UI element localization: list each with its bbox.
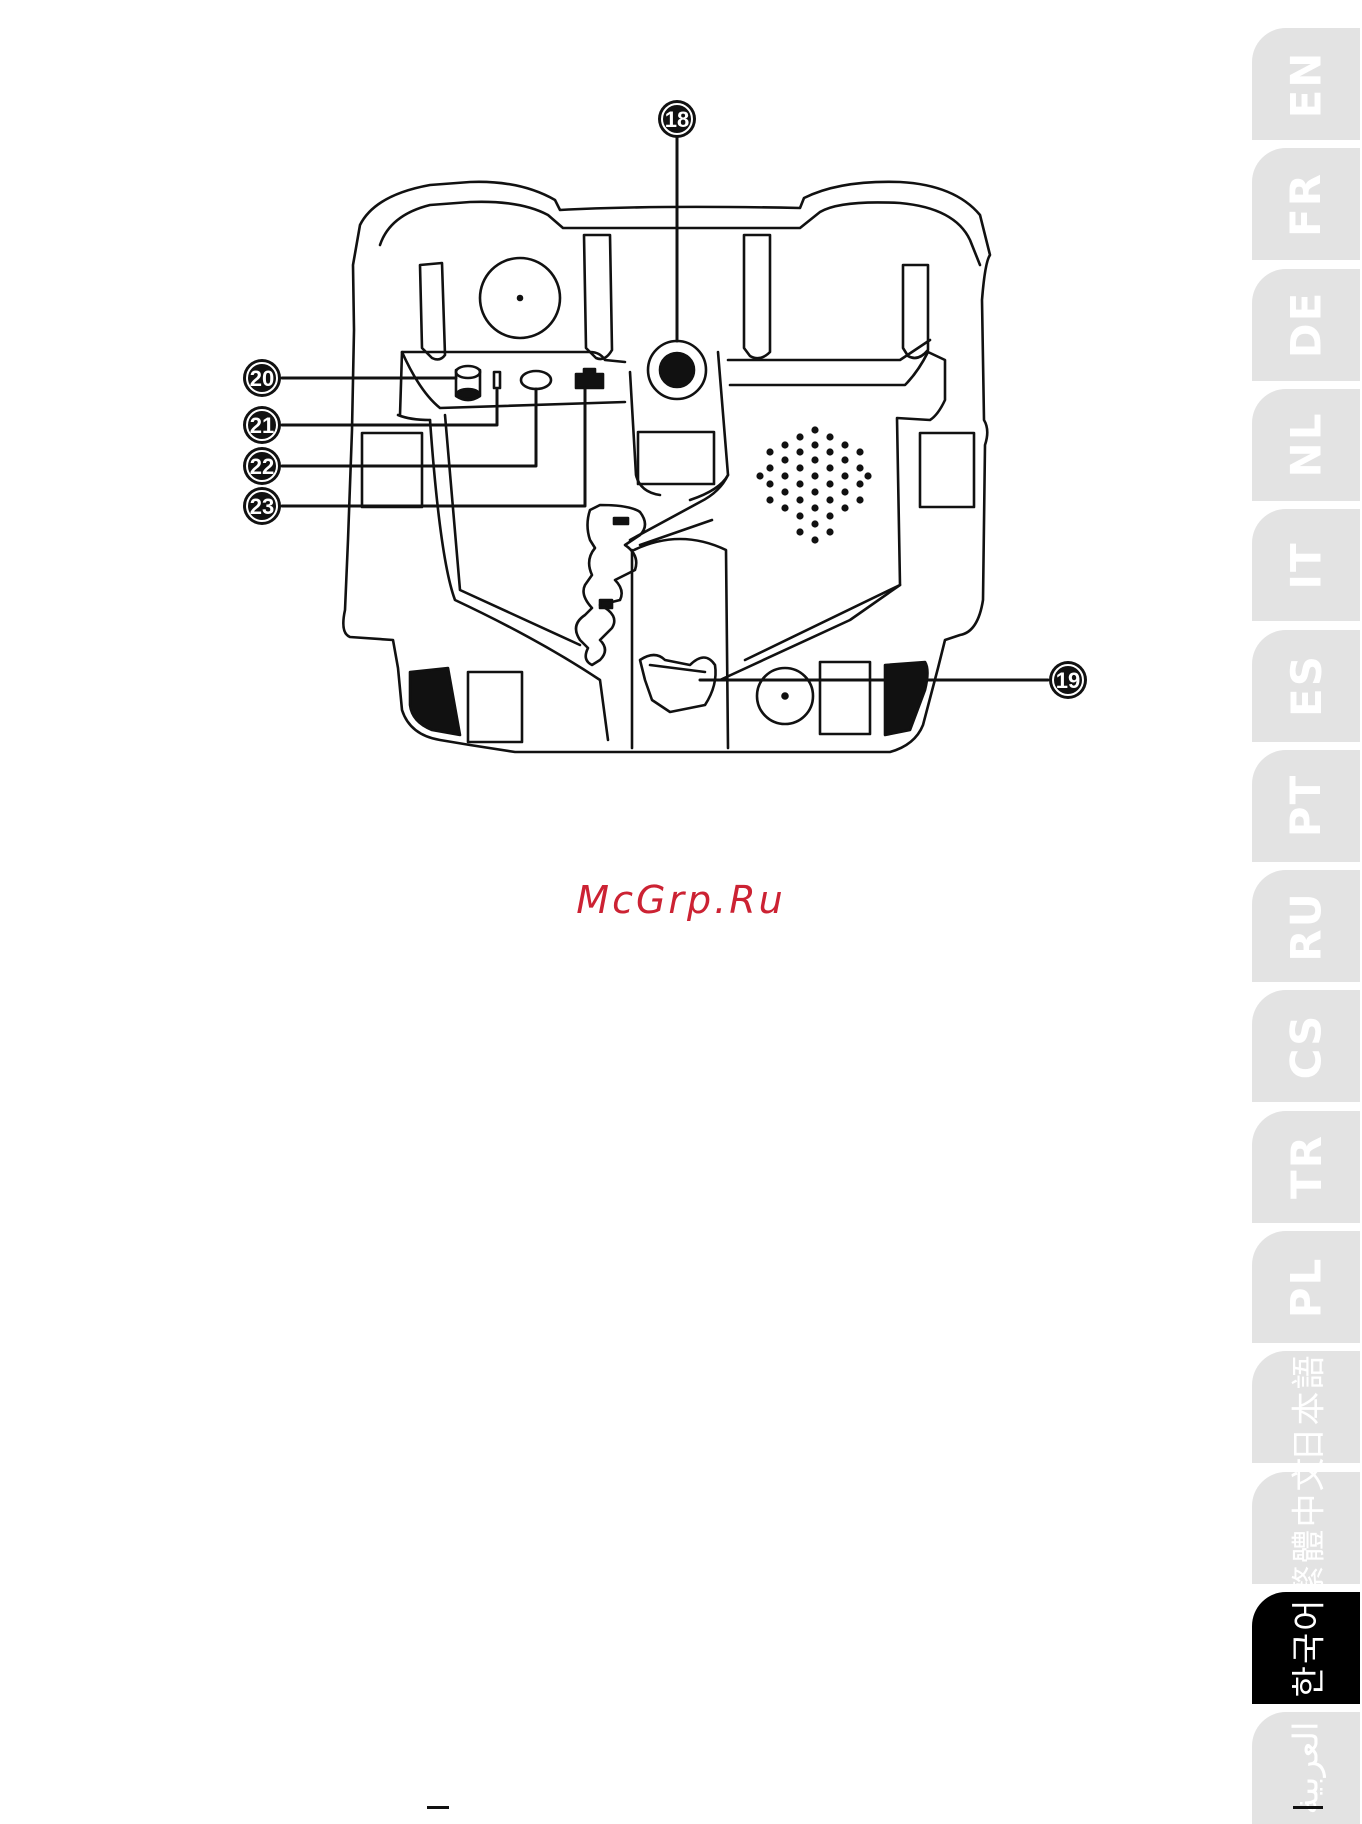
callout-20: 20	[250, 366, 274, 391]
callout-23: 23	[250, 494, 274, 519]
language-tab-label: TR	[1282, 1134, 1331, 1199]
language-tab-label: EN	[1282, 50, 1331, 118]
center-column	[634, 539, 728, 748]
speaker-grille	[756, 426, 871, 543]
clamp-knob	[640, 655, 716, 712]
pad-left	[362, 433, 422, 507]
pad-mid	[638, 432, 714, 484]
language-tab-label: PT	[1282, 774, 1331, 837]
language-tab-ko[interactable]: 한국어	[1252, 1592, 1360, 1704]
callout-22: 22	[250, 454, 274, 479]
language-tab-label: PL	[1281, 1256, 1330, 1318]
language-tab-de[interactable]: DE	[1252, 269, 1360, 381]
button-22	[521, 371, 551, 389]
language-tab-tr[interactable]: TR	[1252, 1111, 1360, 1223]
language-tab-cs[interactable]: CS	[1252, 990, 1360, 1102]
language-tab-label: RU	[1281, 891, 1330, 961]
callout-21: 21	[250, 413, 274, 438]
watermark: McGrp.Ru	[0, 878, 1362, 922]
language-tab-label: ES	[1281, 654, 1330, 717]
language-tab-label: FR	[1282, 172, 1331, 237]
language-tab-es[interactable]: ES	[1252, 630, 1360, 742]
rj-port-23	[576, 369, 603, 388]
language-tab-it[interactable]: IT	[1252, 509, 1360, 621]
fin-left-1	[420, 263, 445, 359]
language-tab-en[interactable]: EN	[1252, 28, 1360, 140]
language-tab-label: IT	[1282, 541, 1331, 589]
rear-ridge	[380, 202, 980, 265]
language-tab-label: 日本語	[1282, 1353, 1331, 1461]
clamp	[576, 505, 645, 665]
speaker-panel	[730, 352, 945, 660]
language-tab-ja[interactable]: 日本語	[1252, 1351, 1360, 1463]
callout-18: 18	[665, 107, 689, 132]
pad-right	[920, 433, 974, 507]
language-tab-label: 한국어	[1282, 1598, 1331, 1698]
foot-left	[410, 668, 460, 735]
callout-badges: 18 19 20 21 22 23	[243, 100, 1087, 699]
page-edge-mark-right	[1293, 1806, 1323, 1809]
language-tab-ru[interactable]: RU	[1252, 870, 1360, 982]
language-tab-label: DE	[1282, 291, 1331, 359]
language-tab-pt[interactable]: PT	[1252, 750, 1360, 862]
callout-19: 19	[1056, 668, 1080, 693]
fin-left-2	[584, 235, 612, 359]
language-tab-label: 繁體中文	[1282, 1456, 1331, 1600]
language-tab-pl[interactable]: PL	[1252, 1231, 1360, 1343]
fin-right-1	[744, 235, 770, 358]
language-tab-label: CS	[1281, 1013, 1330, 1079]
language-tab-label: NL	[1281, 412, 1330, 478]
switch-21	[494, 372, 500, 388]
language-tab-zh-tw[interactable]: 繁體中文	[1252, 1472, 1360, 1584]
language-tab-label: العربية	[1286, 1722, 1326, 1815]
language-tab-fr[interactable]: FR	[1252, 148, 1360, 260]
page-edge-mark-left	[427, 1806, 449, 1809]
foot-right	[885, 662, 928, 735]
language-tab-nl[interactable]: NL	[1252, 389, 1360, 501]
